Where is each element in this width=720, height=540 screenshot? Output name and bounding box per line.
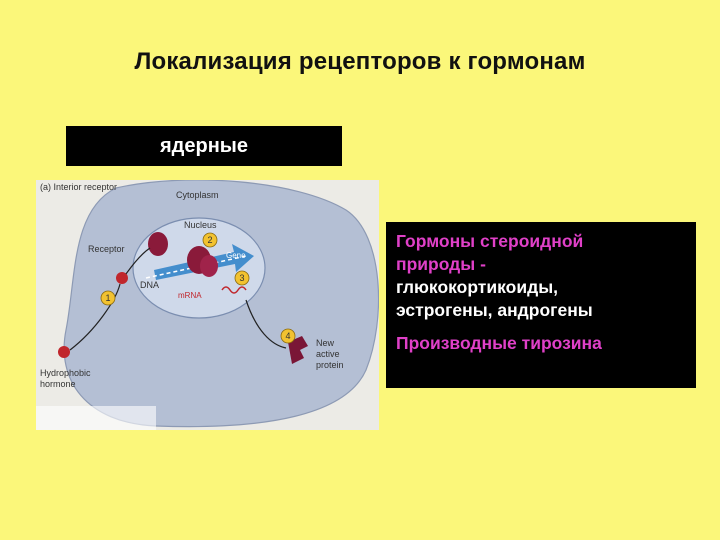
info-line-2: природы - <box>396 254 486 275</box>
step-number-1: 1 <box>105 293 110 303</box>
dna-label: DNA <box>140 280 159 290</box>
receptor-label: Receptor <box>88 244 125 254</box>
cytoplasm-label: Cytoplasm <box>176 190 219 200</box>
info-line-3: глюкокортикоиды, <box>396 277 559 298</box>
mrna-wave <box>221 286 247 294</box>
step-badge-3 <box>234 270 250 286</box>
step-number-2: 2 <box>207 235 212 245</box>
info-line-5: Производные тирозина <box>396 333 602 354</box>
step-badge-2 <box>202 232 218 248</box>
protein-arrow <box>245 299 287 349</box>
panel-label: (a) Interior receptor <box>40 182 117 192</box>
info-line-1: Гормоны стероидной <box>396 231 584 251</box>
receptor <box>148 232 168 256</box>
hormone <box>58 346 70 358</box>
receptor-diagram: 1 2 3 4 (a) Interior receptor Cytoplasm … <box>36 180 379 430</box>
info-line-4: эстрогены, андрогены <box>396 300 593 321</box>
nucleus-label: Nucleus <box>184 220 217 230</box>
receptor-arrow <box>125 247 151 275</box>
hormone-info-box: Гормоны стероидной природы - глюкокортик… <box>386 222 696 388</box>
hormone-label-2: hormone <box>40 379 76 389</box>
protein-label-2: active <box>316 349 340 359</box>
step-badge-1 <box>100 290 116 306</box>
figure-bottom-strip <box>36 406 156 430</box>
step-number-3: 3 <box>239 273 244 283</box>
slide-title: Локализация рецепторов к гормонам <box>134 48 586 75</box>
hormone-label-1: Hydrophobic <box>40 368 91 378</box>
step-number-4: 4 <box>285 331 290 341</box>
hormone-bound <box>116 272 128 284</box>
category-label-box: ядерные <box>66 126 342 166</box>
receptor-complex-2 <box>200 255 218 277</box>
protein-label-1: New <box>316 338 335 348</box>
protein-label-3: protein <box>316 360 344 370</box>
hormone-entry-arrow <box>69 283 121 351</box>
new-protein <box>288 336 308 364</box>
mrna-label: mRNA <box>178 291 202 300</box>
receptor-diagram-svg: 1 2 3 4 (a) Interior receptor Cytoplasm … <box>36 180 379 430</box>
gene-label: Gene <box>226 251 246 260</box>
category-label: ядерные <box>160 134 248 157</box>
step-badge-4 <box>280 328 296 344</box>
